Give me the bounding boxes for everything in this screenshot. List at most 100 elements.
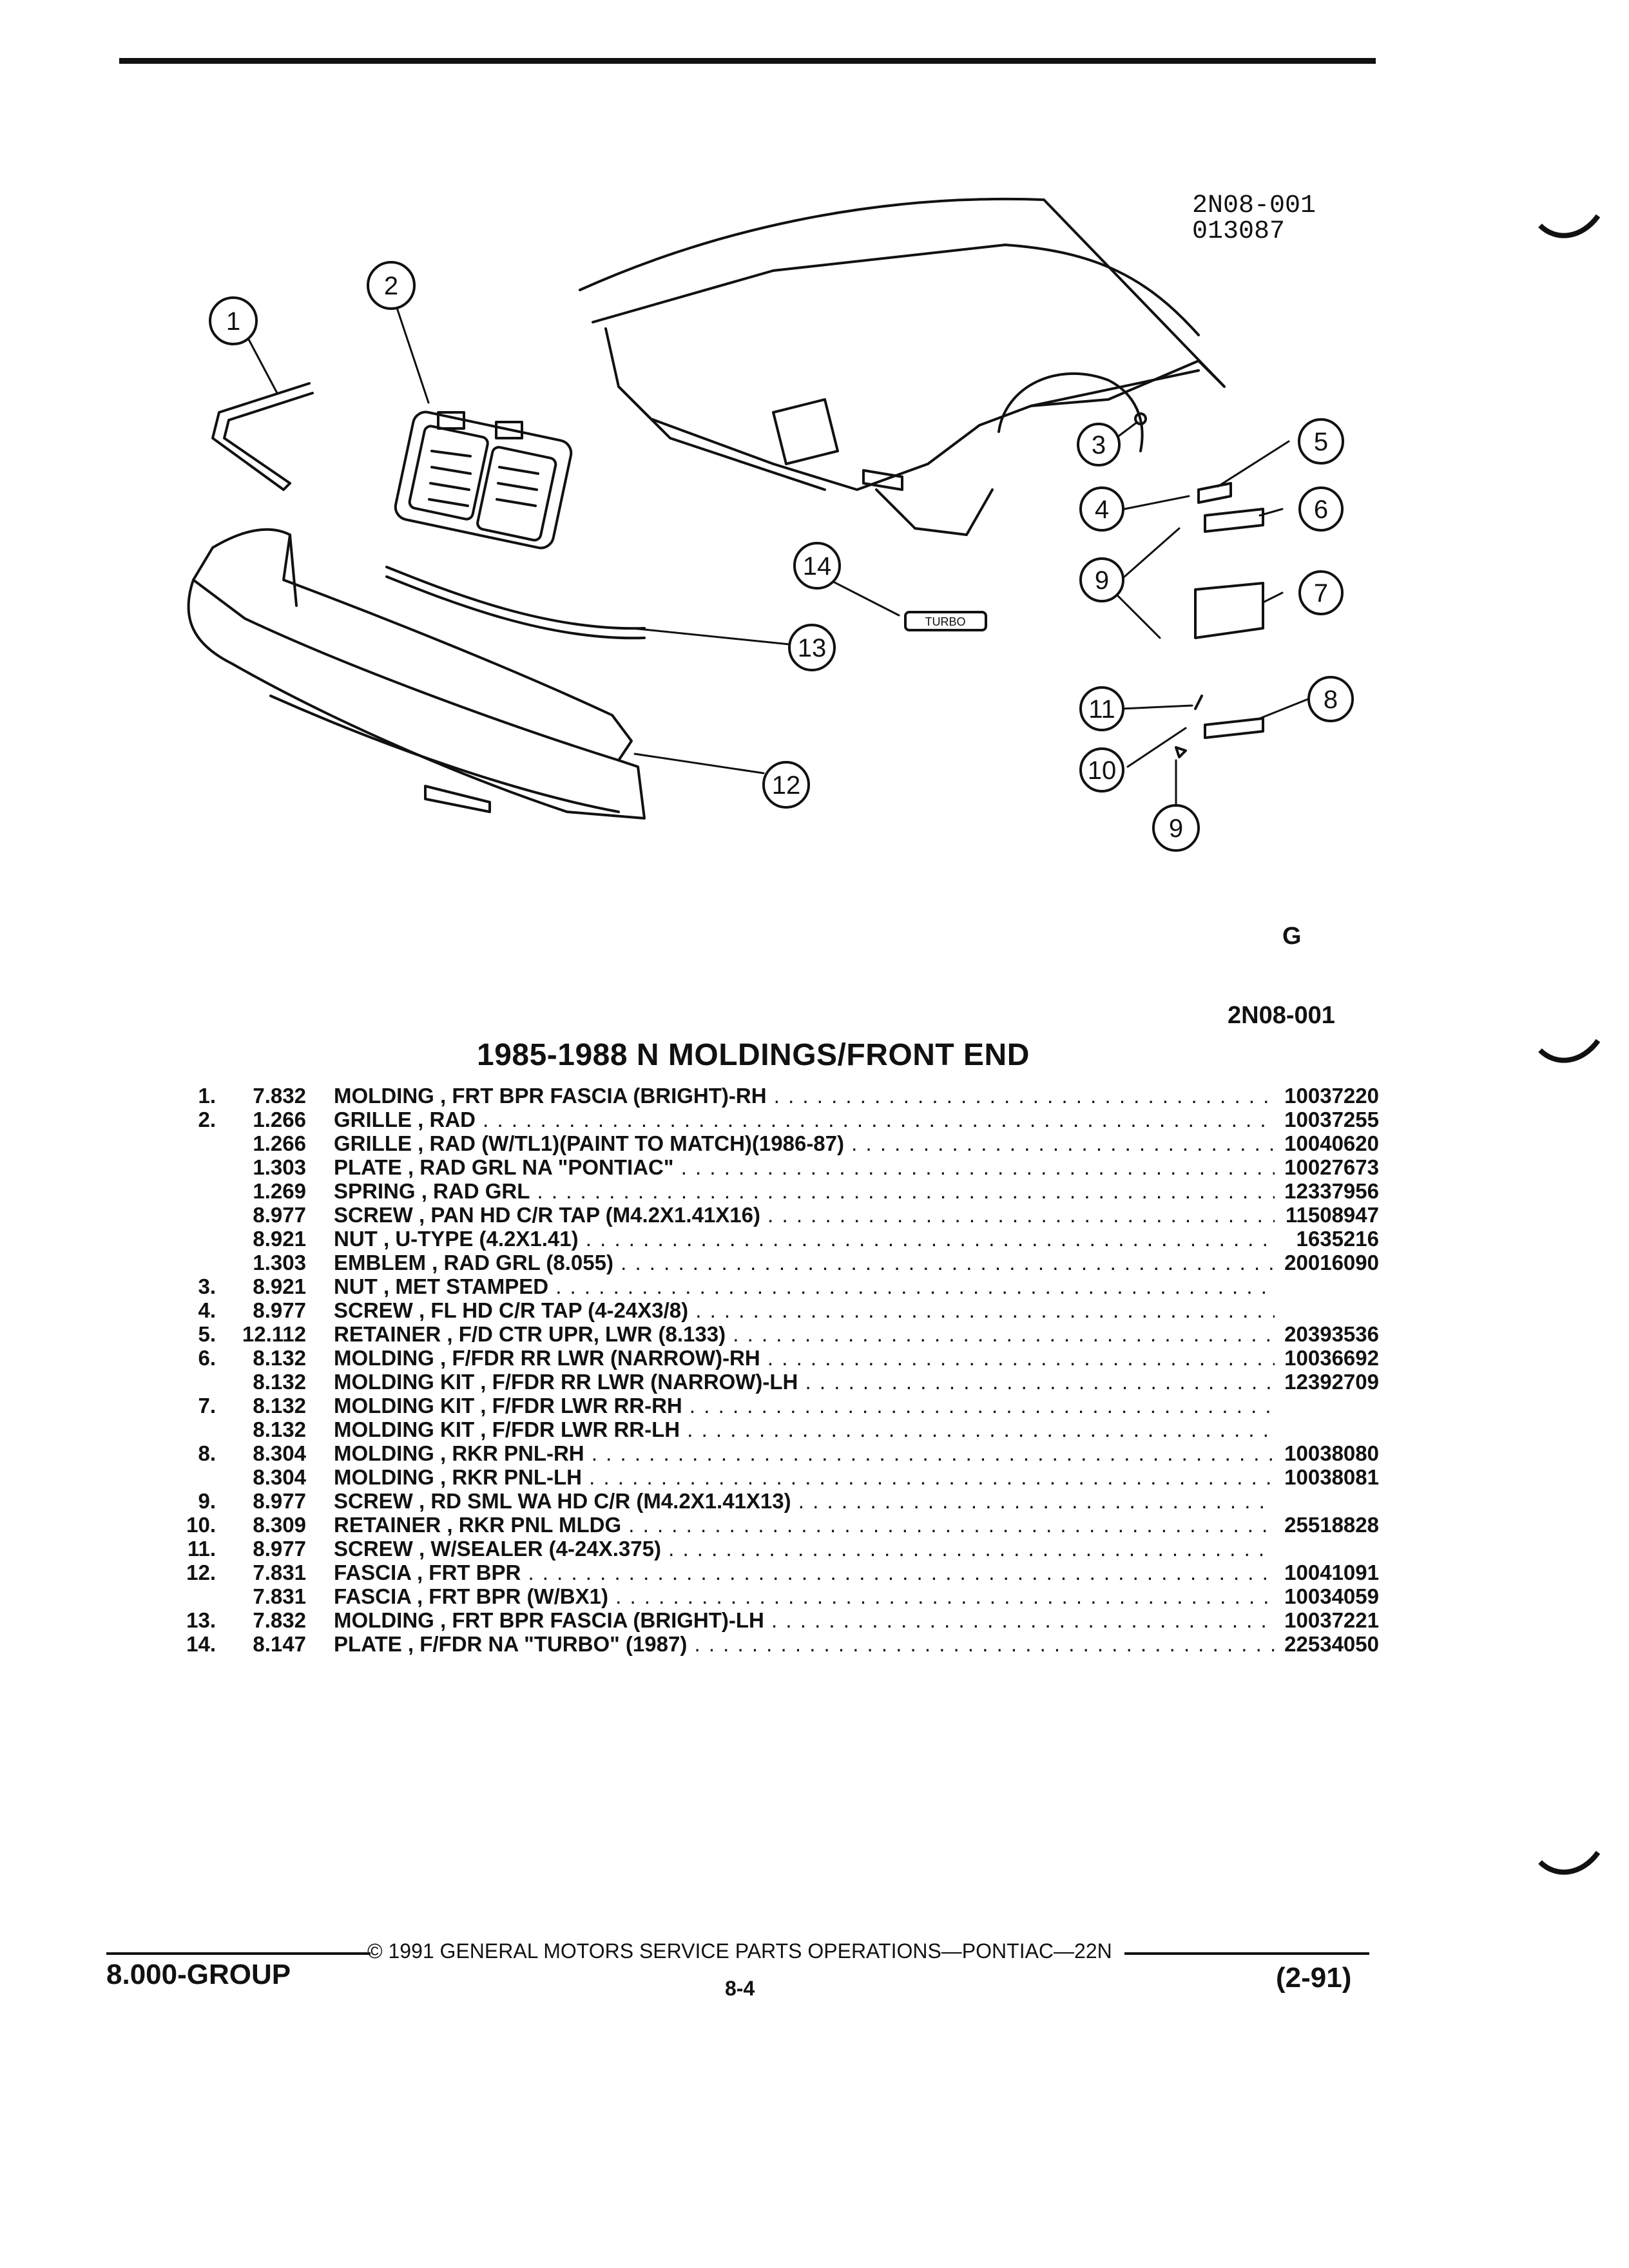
part-12-fascia	[187, 528, 646, 820]
description: PLATE , RAD GRL NA "PONTIAC"	[334, 1155, 1275, 1179]
part-number: 10027673	[1284, 1155, 1379, 1179]
callout-8: 8	[1324, 686, 1338, 714]
group-number: 8.304	[253, 1465, 306, 1489]
part-number: 25518828	[1284, 1513, 1379, 1537]
binder-hole-mark	[1538, 214, 1601, 238]
ref-number: 3.	[198, 1274, 216, 1298]
group-number: 7.832	[253, 1608, 306, 1632]
part-number: 10036692	[1284, 1346, 1379, 1370]
description: GRILLE , RAD (W/TL1)(PAINT TO MATCH)(198…	[334, 1131, 1275, 1155]
binder-hole-mark	[1538, 1039, 1601, 1063]
callout-12: 12	[772, 771, 801, 800]
table-row: 11. 8.977 SCREW , W/SEALER (4-24X.375)	[155, 1537, 1379, 1561]
part-number: 12392709	[1284, 1370, 1379, 1394]
parts-table-title: 1985-1988 N MOLDINGS/FRONT END	[477, 1038, 1030, 1072]
description: MOLDING KIT , F/FDR LWR RR-LH	[334, 1418, 1275, 1441]
callout-10: 10	[1088, 756, 1117, 785]
callout-2: 2	[384, 272, 398, 300]
ref-number: 7.	[198, 1394, 216, 1418]
description: RETAINER , F/D CTR UPR, LWR (8.133)	[334, 1322, 1275, 1346]
binder-hole-mark	[1538, 1850, 1601, 1875]
table-row: 5. 12.112 RETAINER , F/D CTR UPR, LWR (8.1…	[155, 1322, 1379, 1346]
ref-number: 11.	[187, 1537, 216, 1561]
ref-number: 6.	[198, 1346, 216, 1370]
description: MOLDING , FRT BPR FASCIA (BRIGHT)-RH	[334, 1084, 1275, 1108]
footer-rule-left	[106, 1952, 371, 1955]
part-number: 10038081	[1284, 1465, 1379, 1489]
footer-date: (2-91)	[1276, 1962, 1352, 1994]
fender-hardware-parts	[1134, 412, 1264, 758]
part-number: 10034059	[1284, 1584, 1379, 1608]
callout-9-lower: 9	[1169, 814, 1183, 843]
figure-code-line2: 013087	[1192, 217, 1286, 246]
footer-group: 8.000-GROUP	[106, 1959, 291, 1990]
callout-1: 1	[226, 307, 240, 336]
description: MOLDING , FRT BPR FASCIA (BRIGHT)-LH	[334, 1608, 1275, 1632]
description: NUT , MET STAMPED	[334, 1274, 1275, 1298]
part-number: 10040620	[1284, 1131, 1379, 1155]
description: SCREW , W/SEALER (4-24X.375)	[334, 1537, 1275, 1561]
part-number: 22534050	[1284, 1632, 1379, 1656]
description: MOLDING , RKR PNL-RH	[334, 1441, 1275, 1465]
part-number: 10037221	[1284, 1608, 1379, 1632]
group-number: 8.977	[253, 1537, 306, 1561]
part-number: 12337956	[1284, 1179, 1379, 1203]
part-2-grille	[394, 410, 573, 550]
group-number: 8.921	[253, 1227, 306, 1251]
callout-7: 7	[1314, 579, 1328, 608]
group-number: 7.831	[253, 1584, 306, 1608]
callout-5: 5	[1314, 428, 1328, 456]
description: PLATE , F/FDR NA "TURBO" (1987)	[334, 1632, 1275, 1656]
part-number: 10038080	[1284, 1441, 1379, 1465]
callout-4: 4	[1095, 495, 1109, 524]
ref-number: 8.	[198, 1441, 216, 1465]
description: SCREW , FL HD C/R TAP (4-24X3/8)	[334, 1298, 1275, 1322]
group-number: 12.112	[242, 1322, 306, 1346]
figure-code: 2N08-001 013087	[1192, 193, 1316, 245]
description: EMBLEM , RAD GRL (8.055)	[334, 1251, 1275, 1274]
description: MOLDING , F/FDR RR LWR (NARROW)-RH	[334, 1346, 1275, 1370]
part-number: 20393536	[1284, 1322, 1379, 1346]
callout-6: 6	[1314, 495, 1328, 524]
footer-rule-right	[1124, 1952, 1369, 1955]
group-number: 7.831	[253, 1561, 306, 1584]
part-number: 11508947	[1285, 1203, 1379, 1227]
callout-13: 13	[798, 634, 827, 662]
description: GRILLE , RAD	[334, 1108, 1275, 1131]
description: SCREW , PAN HD C/R TAP (M4.2X1.41X16)	[334, 1203, 1275, 1227]
group-number: 1.303	[253, 1251, 306, 1274]
callout-circles	[209, 261, 1354, 852]
part-1-molding	[211, 382, 314, 491]
car-front-body	[579, 197, 1226, 536]
group-number: 8.132	[253, 1394, 306, 1418]
ref-number: 5.	[198, 1322, 216, 1346]
part-number: 10037255	[1284, 1108, 1379, 1131]
part-number: 10041091	[1284, 1561, 1379, 1584]
callout-9: 9	[1095, 566, 1109, 595]
description: RETAINER , RKR PNL MLDG	[334, 1513, 1275, 1537]
group-number: 8.132	[253, 1418, 306, 1441]
ref-number: 4.	[198, 1298, 216, 1322]
callout-leaders	[247, 305, 1309, 807]
callout-14: 14	[803, 552, 832, 581]
group-number: 7.832	[253, 1084, 306, 1108]
ref-number: 13.	[186, 1608, 216, 1632]
group-number: 8.132	[253, 1370, 306, 1394]
group-number: 8.977	[253, 1489, 306, 1513]
maker-logo: G	[1282, 923, 1302, 950]
description: FASCIA , FRT BPR	[334, 1561, 1275, 1584]
